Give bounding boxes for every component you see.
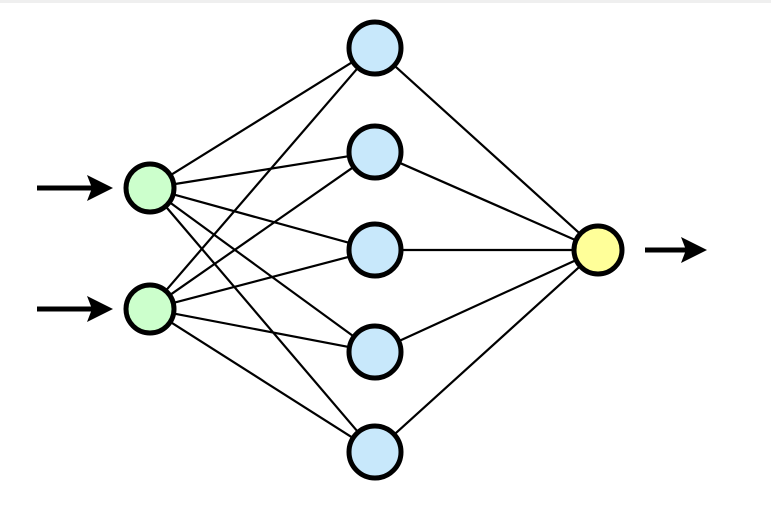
edge-h-1-to-out-1 xyxy=(392,63,582,236)
hidden-node-5[interactable] xyxy=(346,423,404,481)
input-layer xyxy=(123,161,177,336)
edge-in-2-to-h-3 xyxy=(171,255,352,305)
input-node-2[interactable] xyxy=(123,282,177,336)
hidden-node-1[interactable] xyxy=(346,19,404,77)
node-group xyxy=(123,19,625,481)
edge-in-1-to-h-4 xyxy=(167,200,356,339)
edge-h-5-to-out-1 xyxy=(392,264,582,437)
edge-in-1-to-h-2 xyxy=(172,154,351,186)
input-node-1[interactable] xyxy=(123,161,177,215)
edge-in-2-to-h-5 xyxy=(168,320,355,440)
edge-in-1-to-h-1 xyxy=(168,60,355,177)
output-arrow-1 xyxy=(645,237,707,263)
hidden-node-2[interactable] xyxy=(346,123,404,181)
edge-group xyxy=(164,60,582,440)
edge-in-2-to-h-2 xyxy=(168,165,356,297)
hidden-layer xyxy=(346,19,404,481)
hidden-node-4[interactable] xyxy=(346,323,404,381)
input-arrow-1-head xyxy=(87,175,113,201)
hidden-node-3[interactable] xyxy=(346,221,404,279)
edge-in-1-to-h-5 xyxy=(164,204,360,434)
edge-in-2-to-h-1 xyxy=(164,66,360,293)
input-arrow-2-head xyxy=(87,296,113,322)
io-arrow-group xyxy=(37,175,707,322)
edge-in-1-to-h-3 xyxy=(171,193,352,245)
edge-in-2-to-h-4 xyxy=(172,312,351,349)
edge-h-2-to-out-1 xyxy=(397,161,578,242)
output-layer xyxy=(571,223,625,277)
input-arrow-1 xyxy=(37,175,113,201)
top-edge-strip xyxy=(0,0,771,3)
output-arrow-1-head xyxy=(681,237,707,263)
output-node-1[interactable] xyxy=(571,223,625,277)
edge-h-4-to-out-1 xyxy=(397,258,578,343)
input-arrow-2 xyxy=(37,296,113,322)
